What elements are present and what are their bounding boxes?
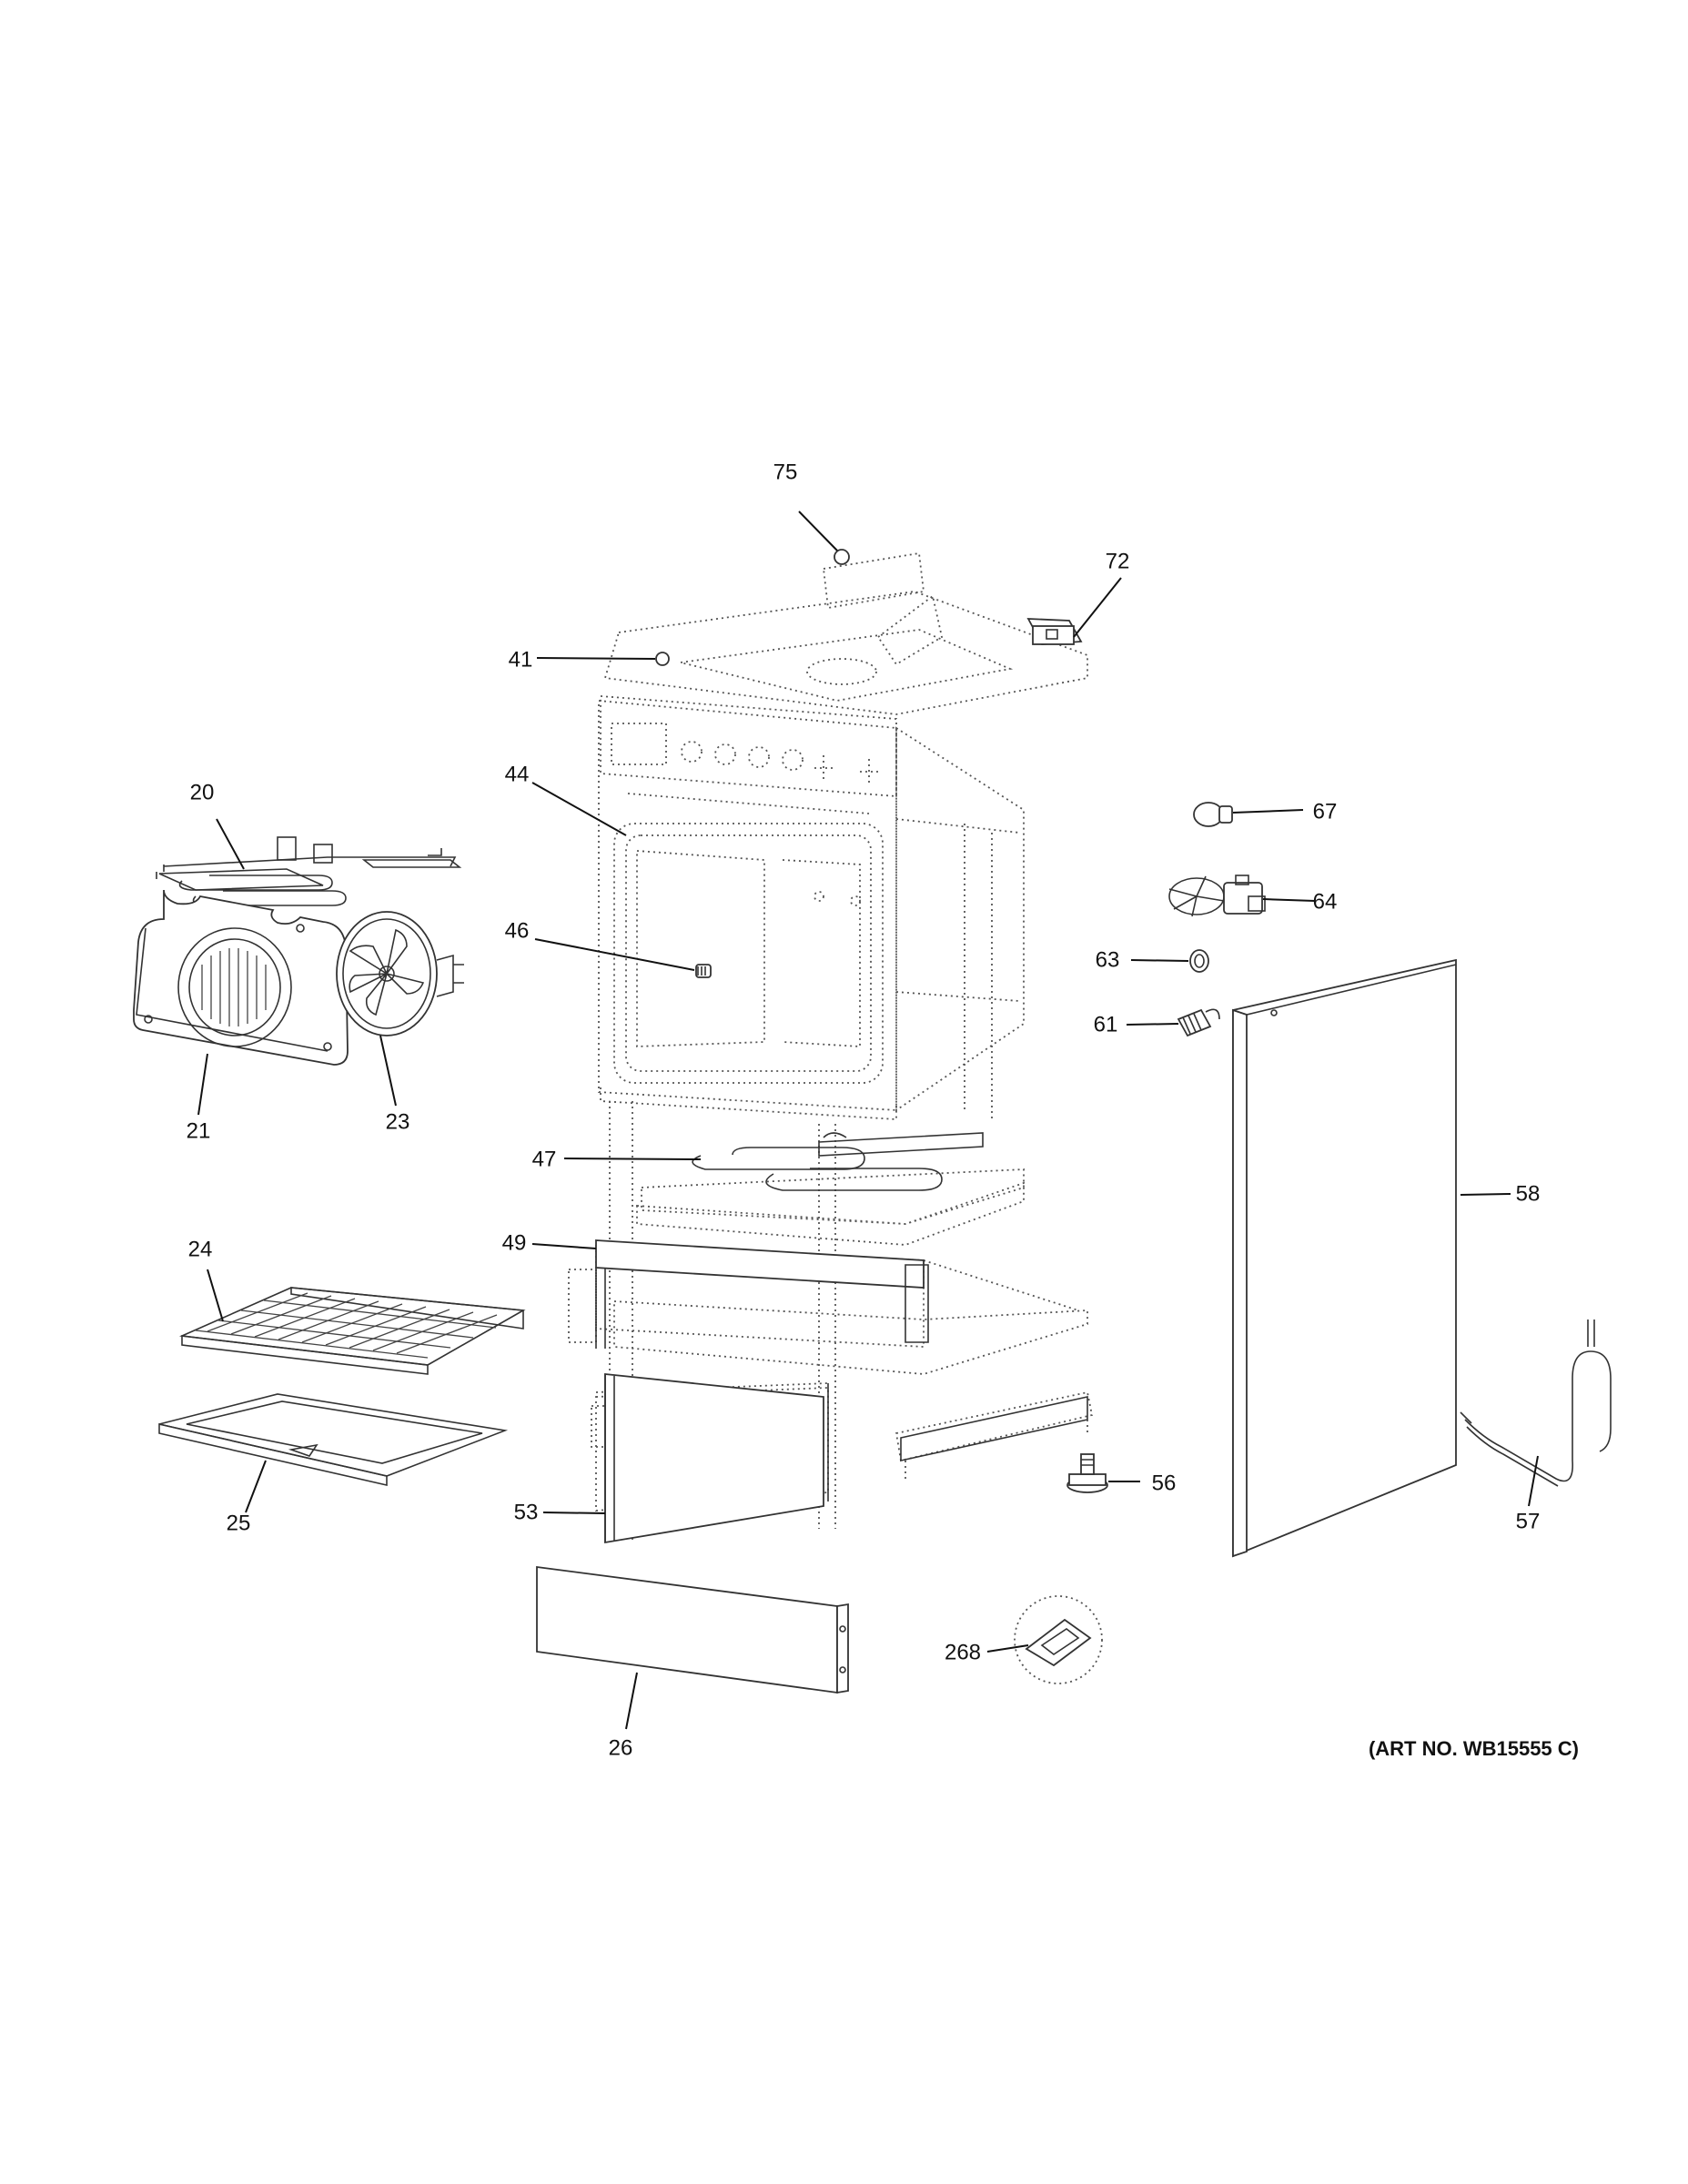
vent-grommet [834, 549, 850, 565]
bottom-panel [604, 1373, 829, 1544]
vent-duct [823, 551, 944, 666]
art-number: (ART NO. WB15555 C) [1369, 1737, 1579, 1760]
oven-lamp [1193, 802, 1233, 827]
callout-268: 268 [945, 1640, 981, 1664]
callout-26: 26 [609, 1735, 633, 1760]
front-rail [595, 1239, 929, 1349]
hinge-detail [1014, 1595, 1103, 1684]
callout-44: 44 [505, 762, 530, 786]
callout-56: 56 [1152, 1471, 1177, 1495]
oven-cabinet [598, 551, 1088, 1542]
leveling-leg [1066, 1453, 1108, 1493]
callout-labels: 75 72 41 44 20 67 64 46 63 61 21 23 47 5… [187, 460, 1541, 1760]
temperature-sensor [695, 964, 712, 978]
callout-67: 67 [1313, 799, 1338, 824]
callout-24: 24 [188, 1237, 213, 1261]
control-panel [600, 695, 897, 814]
top-clip [655, 652, 670, 666]
side-panel [1232, 958, 1457, 1558]
callout-41: 41 [509, 647, 533, 672]
door-gasket [613, 823, 884, 1084]
callout-53: 53 [514, 1500, 539, 1524]
callout-75: 75 [773, 460, 798, 484]
motor-gasket [1189, 949, 1209, 973]
callout-49: 49 [502, 1230, 527, 1255]
broil-pan [158, 1393, 509, 1487]
bake-element [636, 1132, 1025, 1246]
callout-21: 21 [187, 1118, 211, 1143]
top-cover [603, 591, 1088, 715]
callout-20: 20 [190, 780, 215, 804]
lamp-socket [1177, 1008, 1220, 1037]
broil-element [156, 836, 462, 906]
callout-47: 47 [532, 1147, 557, 1171]
callout-64: 64 [1313, 889, 1338, 914]
convection-motor [1168, 875, 1266, 917]
door-switch [1026, 618, 1083, 645]
leader-lines [197, 511, 1539, 1730]
callout-61: 61 [1094, 1012, 1118, 1036]
convection-fan [336, 911, 464, 1036]
callout-57: 57 [1516, 1509, 1541, 1533]
kick-plate [536, 1565, 849, 1694]
callout-25: 25 [227, 1511, 251, 1535]
power-cord [1460, 1320, 1612, 1487]
callout-23: 23 [386, 1109, 410, 1134]
side-rail [895, 1390, 1094, 1479]
oven-rack [179, 1287, 526, 1375]
callout-72: 72 [1106, 549, 1130, 573]
convection-cover [133, 889, 349, 1066]
callout-63: 63 [1096, 947, 1120, 972]
callout-58: 58 [1516, 1181, 1541, 1206]
callout-46: 46 [505, 918, 530, 943]
